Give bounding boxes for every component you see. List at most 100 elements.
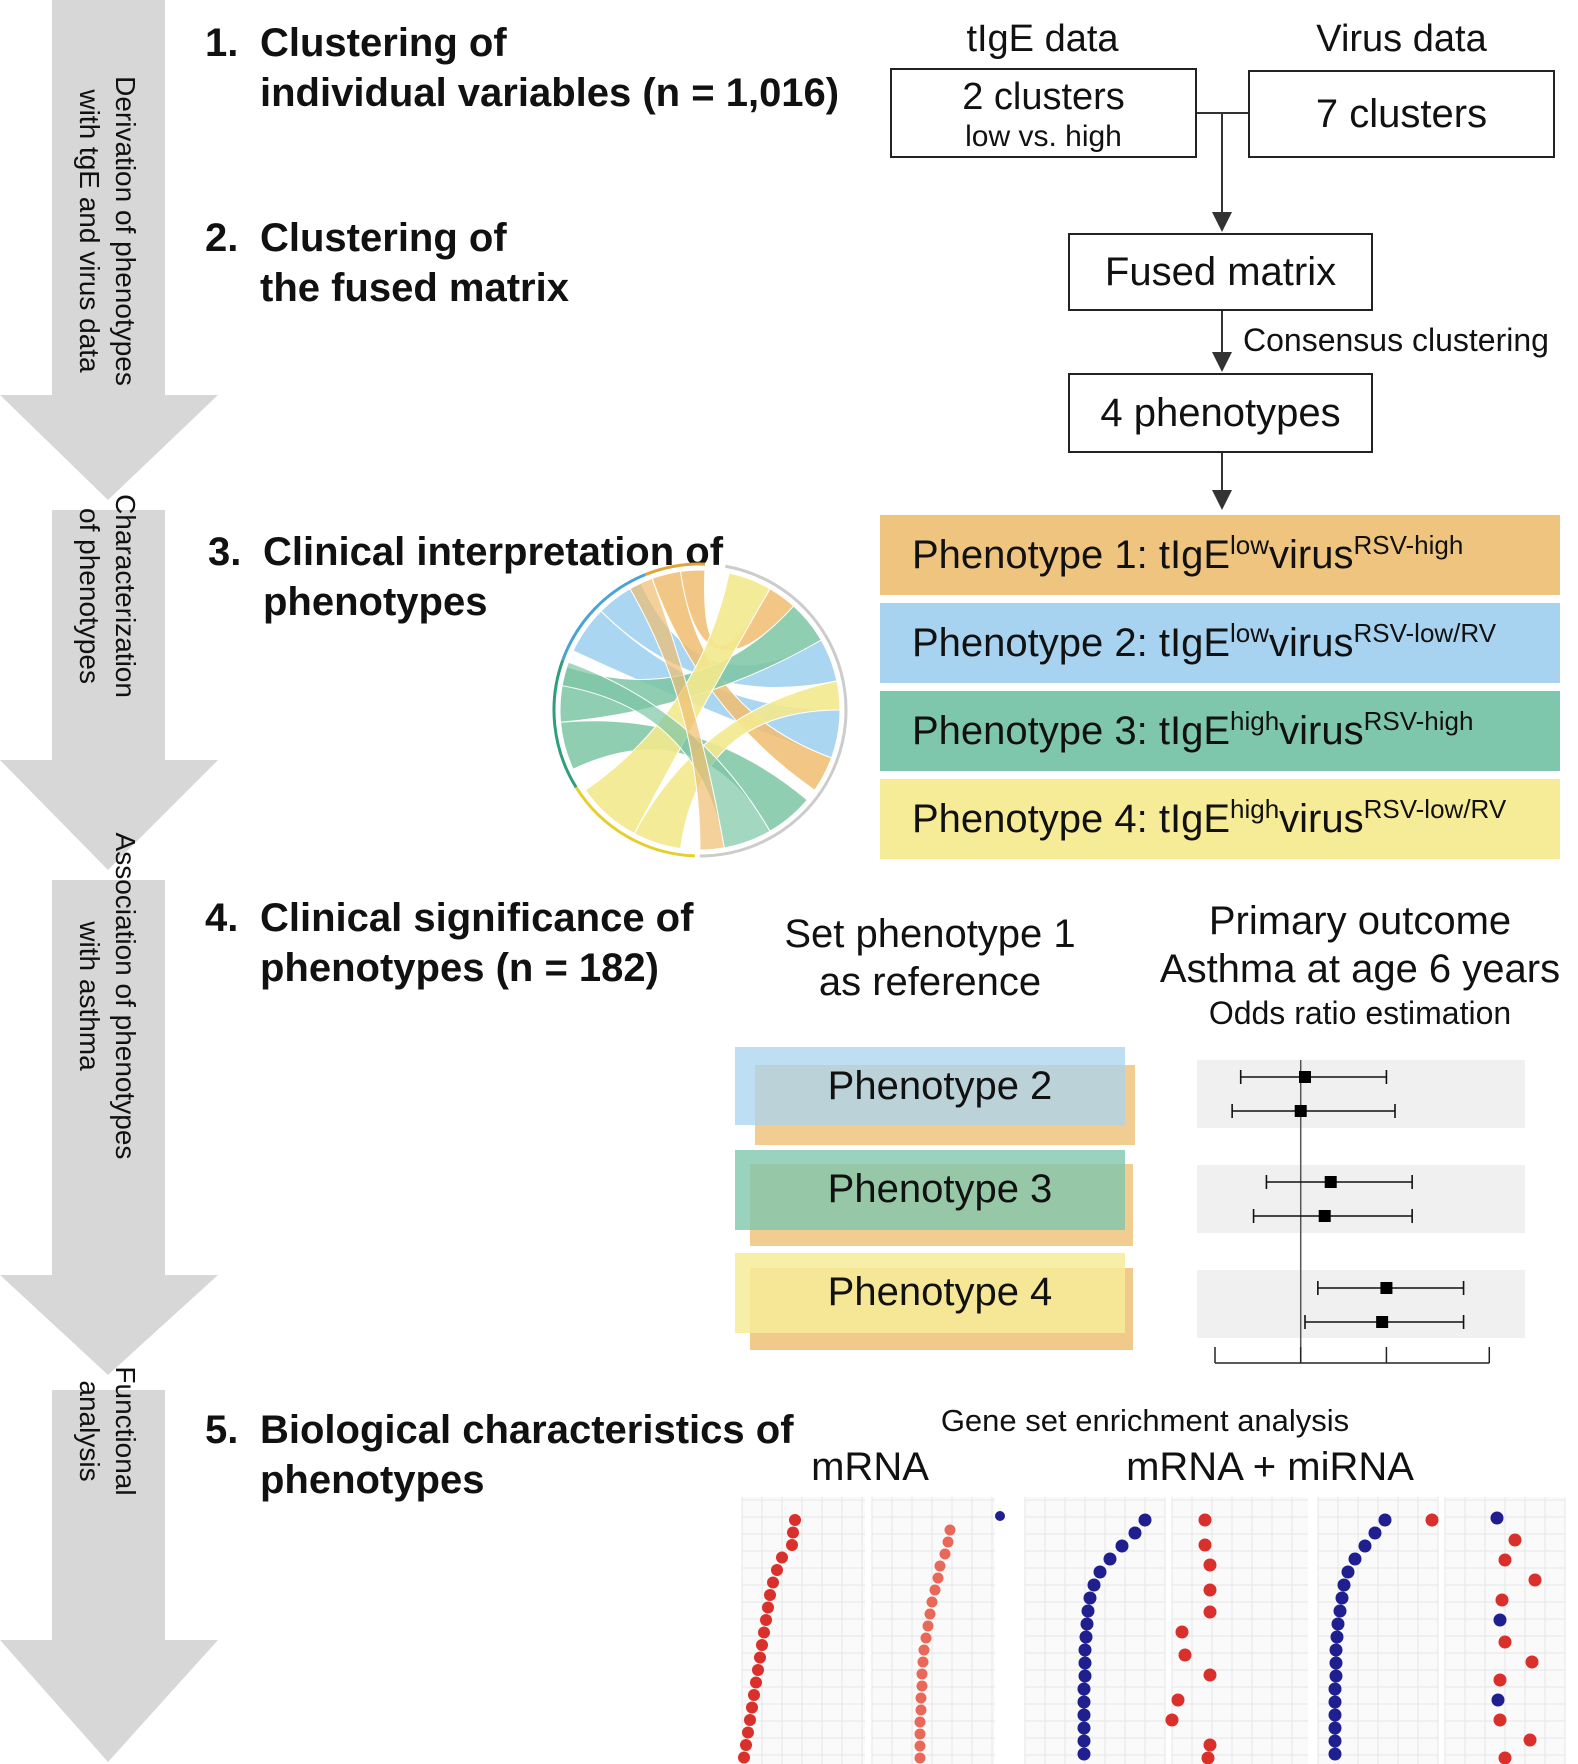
enrichment-dot	[1081, 1604, 1095, 1618]
enrichment-dot	[754, 1651, 766, 1664]
enrichment-dot	[995, 1511, 1005, 1521]
tige-data-title: tIgE data	[966, 18, 1119, 60]
chord-arc-grey	[699, 564, 848, 858]
enrichment-dot	[767, 1576, 779, 1589]
compare-phenotype-4: Phenotype 4	[735, 1253, 1145, 1353]
enrichment-dot	[1175, 1625, 1189, 1639]
chord-arc-yellow	[574, 786, 695, 858]
enrichment-dot	[915, 1692, 927, 1704]
side-arrow-1	[0, 0, 218, 500]
arrowhead	[1212, 490, 1232, 510]
enrichment-dot	[1203, 1668, 1217, 1682]
enrichment-dot	[920, 1632, 932, 1644]
enrichment-dot	[1093, 1565, 1107, 1579]
enrichment-dot	[1358, 1539, 1372, 1553]
forest-panel-3	[1197, 1165, 1525, 1233]
enrichment-dot	[756, 1639, 768, 1651]
enrichment-dot	[1491, 1693, 1505, 1707]
enrichment-dot	[1328, 1721, 1342, 1735]
enrichment-dot	[1203, 1583, 1217, 1597]
enrichment-dot	[1198, 1513, 1212, 1527]
enrichment-dot	[942, 1536, 954, 1548]
enrichment-dot	[1203, 1558, 1217, 1572]
enrichment-dot	[1331, 1617, 1345, 1631]
enrichment-dot	[1333, 1604, 1347, 1618]
enrichment-dot	[1490, 1511, 1504, 1525]
enrichment-dot	[1203, 1605, 1217, 1619]
enrichment-dot	[1077, 1682, 1091, 1696]
dotplot-panel	[1172, 1497, 1308, 1764]
enrichment-dot	[771, 1564, 783, 1576]
enrichment-dot	[1329, 1656, 1343, 1670]
enrichment-dot	[944, 1524, 956, 1536]
enrichment-title: Gene set enrichment analysis	[940, 1403, 1350, 1438]
outcome-label: Primary outcome Asthma at age 6 years Od…	[1159, 899, 1561, 1031]
enrichment-dot	[1328, 1747, 1342, 1761]
enrichment-dot	[1330, 1630, 1344, 1644]
enrichment-dot	[1498, 1635, 1512, 1649]
enrichment-dot	[1078, 1656, 1092, 1670]
enrichment-dot	[1378, 1513, 1392, 1527]
phenotype-2-bar: Phenotype 2: tIgElowvirusRSV-low/RV	[880, 603, 1560, 683]
side-arrow-2	[0, 510, 218, 870]
enrichment-dot	[1528, 1573, 1542, 1587]
enrichment-dot	[1078, 1643, 1092, 1657]
enrichment-dot	[1498, 1751, 1512, 1764]
phenotype-3-bar: Phenotype 3: tIgEhighvirusRSV-high	[880, 691, 1560, 771]
enrichment-dot	[1115, 1539, 1129, 1553]
enrichment-dot	[1493, 1713, 1507, 1727]
enrichment-dot	[922, 1620, 934, 1632]
dotplot-panel	[872, 1497, 995, 1764]
enrichment-dot	[932, 1572, 944, 1584]
enrichment-dot	[934, 1560, 946, 1572]
enrichment-dot	[914, 1728, 926, 1740]
enrichment-dot	[1128, 1526, 1142, 1540]
enrichment-dot	[744, 1714, 756, 1726]
enrichment-dot	[748, 1689, 760, 1701]
enrichment-dot	[1087, 1578, 1101, 1592]
point-estimate	[1299, 1071, 1311, 1083]
enrichment-dot	[1077, 1734, 1091, 1748]
virus-data-title: Virus data	[1316, 18, 1487, 60]
enrichment-dot	[1498, 1553, 1512, 1567]
enrichment-dot	[764, 1589, 776, 1601]
enrichment-dot	[1523, 1733, 1537, 1747]
enrichment-dot	[1165, 1713, 1179, 1727]
enrichment-dot	[787, 1526, 799, 1539]
point-estimate	[1324, 1176, 1337, 1188]
enrichment-dot	[939, 1548, 951, 1560]
enrichment-dot	[1329, 1669, 1343, 1683]
enrichment-dot	[1329, 1643, 1343, 1657]
enrichment-dot	[1328, 1682, 1342, 1696]
enrichment-dot	[762, 1601, 774, 1614]
compare-phenotype-2: Phenotype 2	[735, 1047, 1145, 1147]
enrichment-dot	[1495, 1593, 1509, 1607]
enrichment-dot	[1171, 1693, 1185, 1707]
enrichment-dot	[752, 1664, 764, 1676]
enrichment-dot	[1348, 1552, 1362, 1566]
enrichment-dot	[758, 1626, 770, 1639]
chord-arc-orange	[644, 562, 706, 577]
enrichment-dot	[1138, 1513, 1152, 1527]
enrichment-dot	[1077, 1721, 1091, 1735]
enrichment-dot	[1203, 1738, 1217, 1752]
enrichment-dot	[789, 1514, 801, 1526]
chord-arc-green	[552, 659, 578, 789]
point-estimate	[1318, 1210, 1331, 1222]
enrichment-dot	[916, 1680, 928, 1692]
enrichment-dot	[1198, 1538, 1212, 1552]
enrichment-dot	[1493, 1613, 1507, 1627]
arrowhead	[1212, 352, 1232, 372]
enrichment-dot	[776, 1551, 788, 1564]
enrichment-dot	[786, 1539, 798, 1551]
enrichment-dot	[918, 1644, 930, 1656]
dotplot-panel	[1025, 1497, 1165, 1764]
four-phenotypes-box: 4 phenotypes	[1068, 373, 1373, 453]
enrichment-dot	[1201, 1751, 1215, 1764]
side-arrow-3	[0, 880, 218, 1375]
